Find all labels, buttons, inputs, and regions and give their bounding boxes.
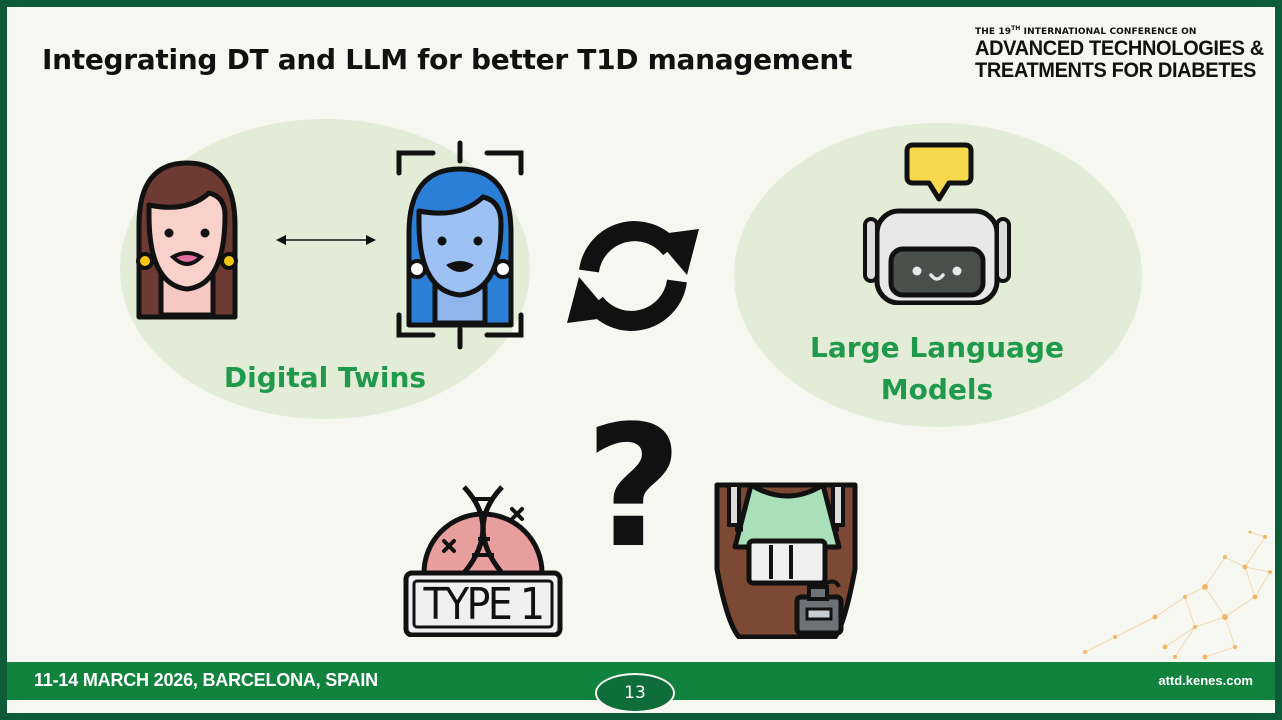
llm-label-line1: Large Language [810,331,1064,364]
digital-twin-avatar-icon [396,140,524,350]
refresh-cycle-icon [567,221,699,331]
bidirectional-arrow-icon [276,235,376,245]
conference-name-line2: TREATMENTS FOR DIABETES [975,58,1257,82]
llm-label: Large Language Models [807,327,1067,411]
llm-label-line2: Models [880,373,994,406]
robot-chat-icon [863,142,1011,305]
slide-title: Integrating DT and LLM for better T1D ma… [42,43,853,76]
footer-date-location: 11-14 MARCH 2026, BARCELONA, SPAIN [34,670,378,690]
insulin-pump-person-icon [714,482,858,639]
decorative-network-pattern [1083,530,1272,660]
conference-logo: THE 19TH INTERNATIONAL CONFERENCE ON ADV… [975,25,1275,81]
conference-name-line1: ADVANCED TECHNOLOGIES & [975,36,1264,60]
digital-twins-label: Digital Twins [223,361,427,394]
woman-avatar-icon [136,160,238,320]
type1-badge-text: TYPE 1 [423,579,546,630]
page-number-badge: 13 [595,673,675,713]
question-mark: ? [585,389,683,585]
slide: Integrating DT and LLM for better T1D ma… [7,7,1275,713]
footer-url: attd.kenes.com [1158,673,1253,688]
conference-subtitle: THE 19TH INTERNATIONAL CONFERENCE ON [975,25,1197,37]
dna-type1-icon: TYPE 1 [402,477,564,637]
